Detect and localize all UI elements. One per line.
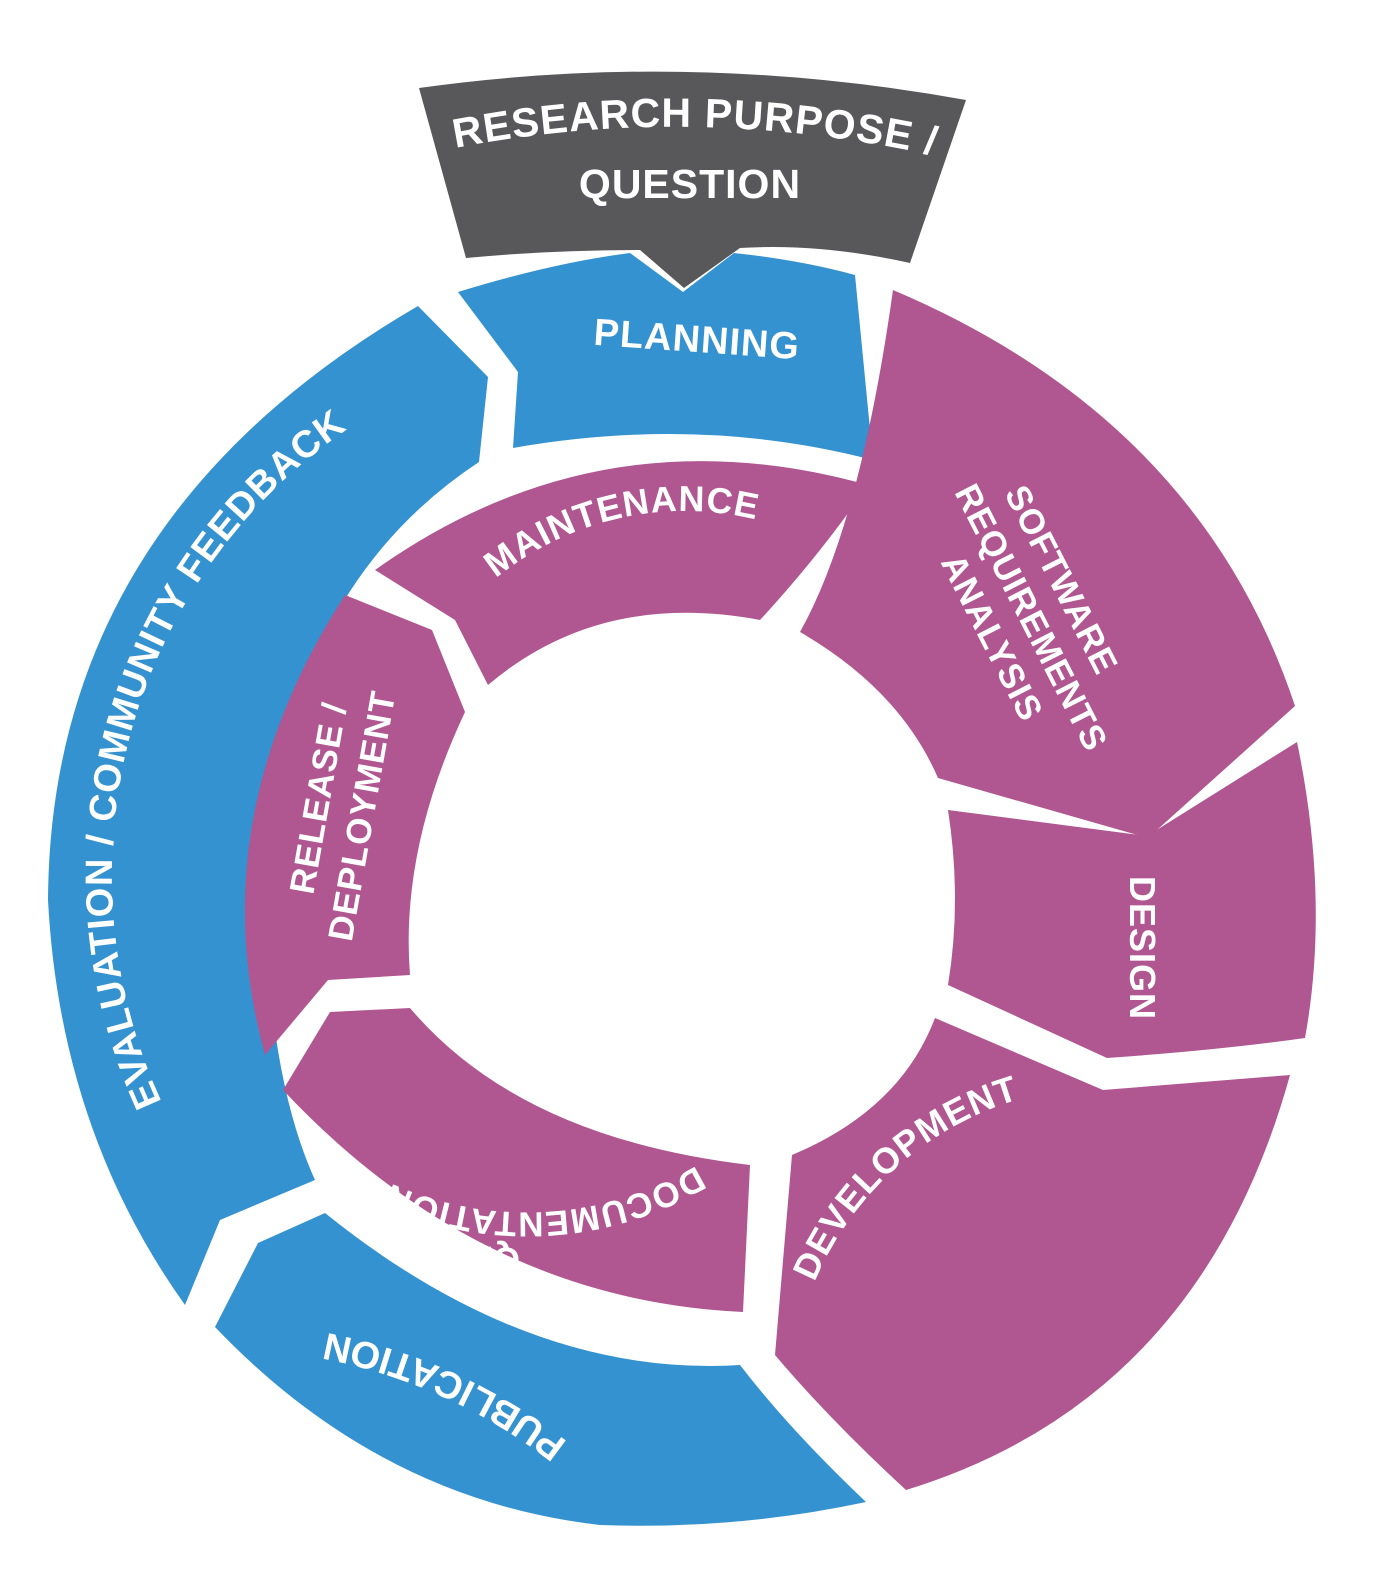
research-purpose-line2: QUESTION	[579, 161, 801, 207]
release-deployment-segment	[244, 595, 465, 1055]
design-segment	[948, 742, 1316, 1058]
maintenance-segment	[375, 461, 868, 685]
research-purpose-block	[419, 71, 966, 288]
qa-documentation-segment	[283, 1008, 750, 1312]
center-hub	[410, 620, 950, 1160]
design-label: DESIGN	[1122, 876, 1163, 1020]
requirements-segment	[800, 290, 1295, 838]
publication-segment	[215, 1213, 866, 1526]
planning-segment	[458, 253, 873, 460]
development-segment	[775, 1018, 1290, 1490]
